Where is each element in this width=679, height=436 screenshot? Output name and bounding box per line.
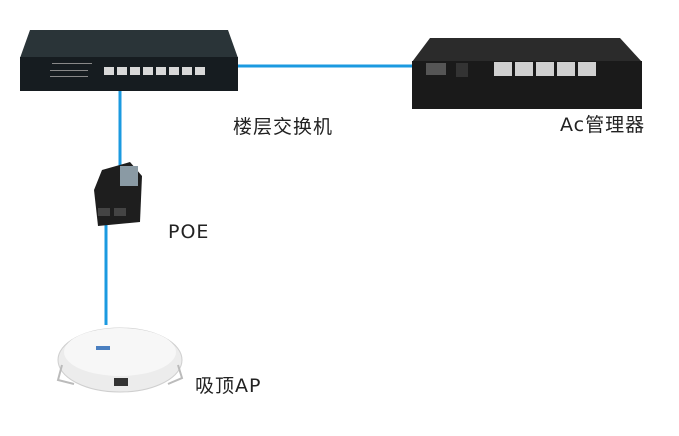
label-poe: POE xyxy=(168,221,210,243)
label-ceiling-ap: 吸顶AP xyxy=(195,375,262,397)
floor-switch-device xyxy=(20,30,238,91)
label-ac-manager: Ac管理器 xyxy=(560,114,646,136)
label-floor-switch: 楼层交换机 xyxy=(233,116,334,138)
ceiling-ap-device xyxy=(56,327,184,393)
ac-manager-device xyxy=(412,38,642,109)
poe-injector-device xyxy=(94,162,142,226)
